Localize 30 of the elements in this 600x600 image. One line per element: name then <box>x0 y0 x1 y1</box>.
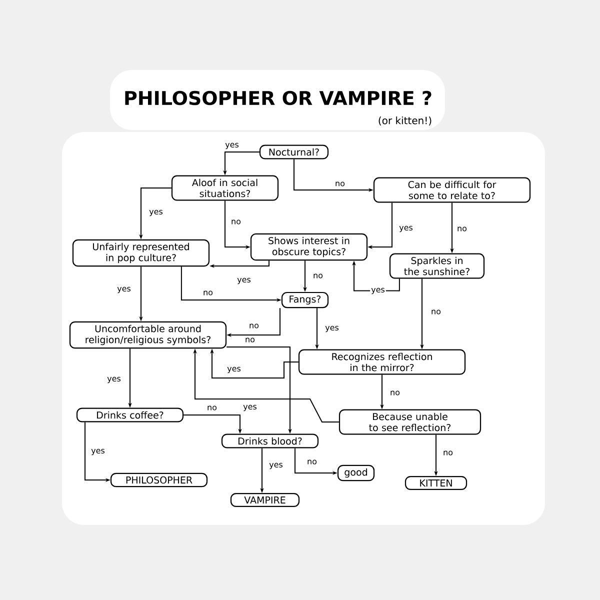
edge-label: no <box>442 450 454 456</box>
edge-label: no <box>389 390 401 396</box>
caption: (or kitten!) <box>378 116 432 126</box>
decision-box: Uncomfortable around religion/religious symbols? <box>69 321 227 349</box>
edge-label: no <box>206 404 218 412</box>
decision-box: Aloof in social situations? <box>171 175 279 201</box>
decision-box: Drinks coffee? <box>76 408 184 422</box>
decision-box: Unfairly represented in pop culture? <box>72 239 210 267</box>
result-box: VAMPIRE <box>230 493 300 508</box>
decision-box: Can be difficult for some to relate to? <box>373 177 531 203</box>
decision-box: Nocturnal? <box>259 144 329 160</box>
decision-box: Because unable to see reflection? <box>338 409 482 435</box>
decision-box: Fangs? <box>281 292 329 308</box>
edge-label: no <box>248 322 260 330</box>
edge-label: no <box>306 458 318 466</box>
result-box: PHILOSOPHER <box>110 472 208 488</box>
result-box: KITTEN <box>404 476 468 490</box>
edge-label: no <box>230 218 242 226</box>
edge-label: no <box>456 226 468 232</box>
decision-box: Recognizes reflection in the mirror? <box>298 349 466 375</box>
decision-box: Drinks blood? <box>221 434 319 448</box>
edge-label: no <box>312 272 324 280</box>
edge-label: no <box>202 290 214 296</box>
decision-box: Sparkles in the sunshine? <box>389 253 485 279</box>
edge-label: no <box>334 180 346 188</box>
edge-label: no <box>430 308 442 316</box>
decision-box: Shows interest in obscure topics? <box>250 233 368 261</box>
title: PHILOSOPHER OR VAMPIRE ? <box>125 90 432 106</box>
edge-label: no <box>244 336 256 344</box>
result-box: good <box>337 464 375 482</box>
